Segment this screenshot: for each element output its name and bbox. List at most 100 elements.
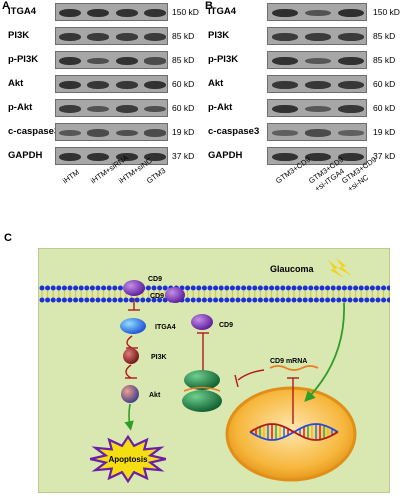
blot-band	[271, 56, 298, 66]
blot-strip	[55, 99, 168, 117]
blot-band	[87, 57, 110, 65]
blot-band	[271, 152, 298, 162]
blot-strip	[55, 3, 168, 21]
cd9-free-label: CD9	[219, 322, 233, 329]
blot-row-label: c-caspase3	[8, 126, 60, 137]
molecular-weight-label: 60 kD	[373, 79, 396, 89]
blot-band	[143, 8, 166, 18]
blot-band	[305, 105, 331, 113]
blot-strip	[55, 51, 168, 69]
blot-band	[143, 80, 166, 90]
cd9-free-protein	[191, 314, 213, 330]
blot-band	[143, 129, 166, 137]
blot-band	[87, 129, 110, 137]
blot-strip	[267, 75, 367, 93]
blot-band	[115, 80, 138, 90]
blot-row-label: ITGA4	[208, 6, 236, 17]
lane-label: GTM3	[145, 166, 168, 186]
akt-label: Akt	[149, 392, 161, 399]
cd9-membrane-protein	[123, 280, 145, 296]
blot-band	[87, 152, 110, 162]
blot-row-label: p-Akt	[8, 102, 33, 113]
blot-band	[59, 56, 82, 66]
cd9-membrane-protein-2	[165, 287, 185, 303]
blot-band	[143, 152, 166, 162]
blot-row-label: p-PI3K	[8, 54, 39, 65]
blot-strip	[55, 123, 168, 141]
cd9-mrna-label: CD9 mRNA	[270, 358, 307, 365]
blot-band	[59, 104, 82, 114]
molecular-weight-label: 60 kD	[172, 103, 195, 113]
blot-row-label: GAPDH	[8, 150, 43, 161]
pathway-svg: CD9 CD9 Glaucoma ITGA4 PI3K Akt Apoptosi…	[37, 247, 392, 494]
itga4-protein	[120, 318, 146, 334]
blot-band	[87, 80, 110, 90]
molecular-weight-label: 60 kD	[172, 79, 195, 89]
akt-protein	[121, 385, 139, 403]
molecular-weight-label: 150 kD	[373, 7, 400, 17]
pi3k-protein	[123, 348, 139, 364]
inhibit-mrna-ribosome	[237, 369, 265, 381]
blot-band	[143, 57, 166, 65]
cd9-top-label: CD9	[148, 276, 162, 283]
activate-arrow-glaucoma	[304, 302, 345, 402]
cd9-mid-label: CD9	[150, 293, 164, 300]
blot-row-label: c-caspase3	[208, 126, 260, 137]
blot-band	[59, 80, 82, 90]
lane-label: iHTM	[60, 167, 81, 186]
blot-band	[115, 129, 138, 137]
blot-band	[338, 8, 365, 18]
blot-band	[305, 80, 331, 90]
molecular-weight-label: 19 kD	[373, 127, 396, 137]
molecular-weight-label: 85 kD	[373, 55, 396, 65]
blot-band	[59, 8, 82, 18]
blot-strip	[55, 27, 168, 45]
mrna-strand	[269, 365, 319, 371]
blot-band	[338, 104, 365, 114]
panel-b-letter: B	[205, 0, 213, 12]
inhibit-curve-1	[126, 335, 133, 349]
glaucoma-label: Glaucoma	[270, 264, 315, 274]
blot-band	[115, 8, 138, 18]
pi3k-label: PI3K	[151, 354, 167, 361]
molecular-weight-label: 85 kD	[172, 55, 195, 65]
panel-a-letter: A	[2, 0, 10, 12]
blot-strip	[55, 75, 168, 93]
blot-band	[59, 129, 82, 137]
blot-band	[338, 152, 365, 162]
blot-band	[305, 57, 331, 65]
blot-band	[59, 152, 82, 162]
blot-band	[271, 129, 298, 137]
blot-band	[87, 32, 110, 42]
blot-band	[143, 32, 166, 42]
blot-strip	[267, 27, 367, 45]
blot-band	[338, 129, 365, 137]
blot-band	[59, 32, 82, 42]
blot-strip	[55, 147, 168, 165]
pathway-diagram: CD9 CD9 Glaucoma ITGA4 PI3K Akt Apoptosi…	[37, 247, 392, 494]
molecular-weight-label: 85 kD	[172, 31, 195, 41]
blot-row-label: GAPDH	[208, 150, 243, 161]
blot-band	[338, 80, 365, 90]
dna-helix	[249, 423, 339, 441]
molecular-weight-label: 60 kD	[373, 103, 396, 113]
blot-band	[338, 56, 365, 66]
apoptosis-starburst	[89, 434, 167, 484]
blot-band	[87, 8, 110, 18]
blot-band	[271, 80, 298, 90]
ribosome-large-subunit	[184, 370, 220, 390]
blot-band	[115, 56, 138, 66]
blot-band	[338, 32, 365, 42]
blot-band	[271, 32, 298, 42]
molecular-weight-label: 85 kD	[373, 31, 396, 41]
inhibit-curve-2	[125, 364, 132, 379]
blot-strip	[267, 51, 367, 69]
blot-band	[305, 129, 331, 137]
blot-row-label: p-Akt	[208, 102, 233, 113]
glaucoma-lightning-icon	[328, 258, 352, 278]
molecular-weight-label: 37 kD	[172, 151, 195, 161]
molecular-weight-label: 37 kD	[373, 151, 396, 161]
blot-band	[271, 104, 298, 114]
blot-row-label: Akt	[8, 78, 24, 89]
